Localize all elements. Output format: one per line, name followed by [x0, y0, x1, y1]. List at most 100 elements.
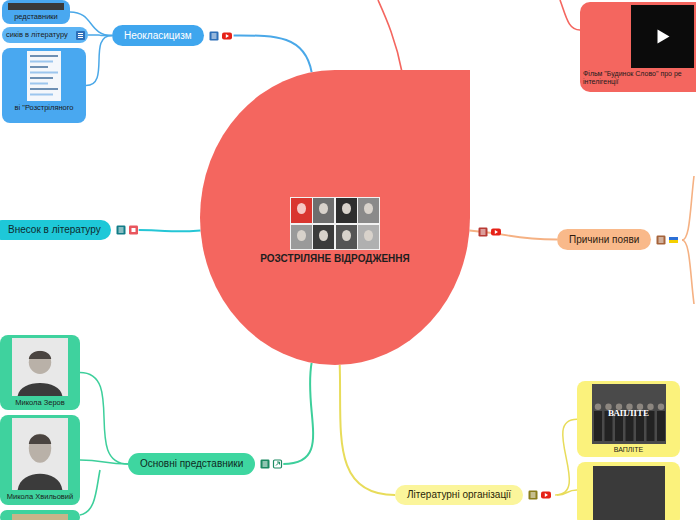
branch-line [80, 470, 100, 515]
doc-line [30, 66, 48, 68]
silhouette [594, 404, 600, 410]
photo-art [12, 418, 68, 490]
photo [12, 418, 68, 490]
pill-label: Основні представники [140, 458, 243, 469]
silhouette [18, 383, 63, 396]
attachment-icon-mark [131, 228, 135, 232]
video-icon-play [225, 34, 228, 38]
attachment-icon [129, 226, 138, 235]
card-caption: Микола Хвильовий [3, 492, 77, 501]
notes-icon-line [659, 237, 664, 238]
portrait-tile [313, 198, 334, 223]
node-icons [528, 490, 552, 500]
silhouette [29, 351, 51, 359]
list-icon-line [78, 33, 83, 34]
notes-icon-line [481, 232, 486, 233]
pill-label: Літературні організації [407, 489, 511, 500]
card-caption: Фільм "Будинок Слово" про ре інтелігенці… [583, 70, 693, 87]
partial-card [577, 462, 680, 520]
play-symbol [658, 30, 670, 44]
branch-line [378, 0, 402, 72]
branch-connector [234, 35, 312, 72]
card-caption: ВАПЛІТЕ [580, 446, 677, 454]
branch-pill: Внесок в літературу [0, 220, 111, 240]
branch-connector [139, 230, 201, 231]
portrait-tile [336, 225, 357, 250]
branch-connector [555, 419, 577, 495]
branch-connector [86, 36, 112, 86]
flag-icon [669, 240, 678, 243]
link-icon-arrow [276, 462, 280, 466]
image-card: редставники [2, 0, 70, 24]
photo-art [631, 5, 694, 68]
doc-line [30, 61, 53, 63]
silhouette [18, 474, 63, 490]
doc-line [30, 88, 58, 90]
notes-icon [261, 460, 270, 469]
link-icon [274, 460, 282, 468]
photo-collage [290, 197, 380, 250]
photo: ВАПЛІТЕ [592, 384, 666, 444]
portrait-face [319, 230, 328, 241]
branch-connector [340, 365, 395, 495]
notes-icon-line [531, 497, 536, 498]
notes-icon-line [263, 464, 268, 465]
pill-label: Причини появи [569, 234, 639, 245]
pill-label: Внесок в літературу [8, 224, 101, 235]
doc-line [30, 72, 58, 74]
notes-icon [529, 491, 538, 500]
notes-icon [479, 228, 488, 237]
image-card: ВАПЛІТЕ ВАПЛІТЕ [577, 381, 680, 457]
video-card: Фільм "Будинок Слово" про ре інтелігенці… [580, 2, 696, 92]
portrait-card: Микола Хвильовий [0, 415, 80, 505]
silhouette [657, 404, 663, 410]
silhouette [594, 411, 602, 441]
video-icon-play [545, 493, 548, 497]
branch-pill: Причини появи [557, 229, 651, 250]
portrait-face [364, 203, 373, 214]
notes-icon [209, 31, 218, 40]
photo [631, 5, 694, 68]
photo [27, 51, 61, 101]
notes-icon-line [263, 466, 268, 467]
branch-line [682, 240, 694, 304]
doc-line [30, 94, 53, 96]
portrait-tile [336, 198, 357, 223]
portrait-tile [291, 198, 312, 223]
video-icon [222, 32, 232, 39]
notes-icon-line [531, 493, 536, 494]
branch-pill: Основні представники [128, 453, 255, 475]
notes-icon [657, 235, 666, 244]
photo-art [12, 338, 68, 396]
pill-label: Неокласицизм [124, 30, 192, 41]
note-card: сиків в літературу [2, 27, 88, 43]
card-caption: редставники [5, 12, 67, 21]
card-caption: Микола Зеров [3, 398, 77, 407]
video-icon [491, 229, 501, 236]
node-icons [116, 225, 140, 235]
list-icon-line [78, 35, 83, 36]
notes-icon-line [659, 239, 664, 240]
branch-pill: Неокласицизм [112, 25, 204, 46]
node-icons [478, 227, 502, 237]
portrait-tile [358, 225, 379, 250]
partial-card [0, 510, 80, 520]
notes-icon-line [118, 230, 123, 231]
photo [12, 338, 68, 396]
notes-icon-line [481, 230, 486, 231]
portrait-face [342, 203, 351, 214]
notes-icon-line [211, 37, 216, 38]
branch-line [682, 176, 694, 240]
portrait-tile [358, 198, 379, 223]
notes-icon-line [118, 228, 123, 229]
card-caption: ві "Розстріляного [5, 103, 83, 112]
branch-pill: Літературні організації [395, 485, 523, 505]
photo-strip [8, 3, 64, 10]
photo-art [27, 51, 61, 101]
flag-icon [669, 237, 678, 240]
doc-line [30, 83, 48, 85]
list-icon-body [76, 31, 85, 40]
portrait-tile [313, 225, 334, 250]
card-caption: сиків в літературу [6, 30, 74, 39]
doc-line [30, 77, 53, 79]
